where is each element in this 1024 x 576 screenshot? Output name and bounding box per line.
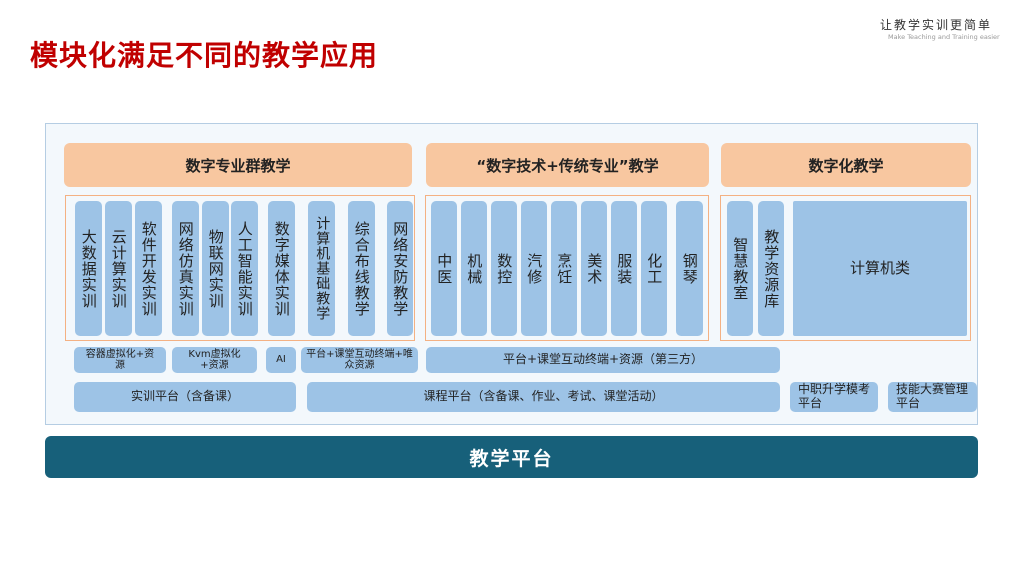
header-digital-teaching: 数字化教学 — [721, 143, 971, 187]
training-platform: 实训平台（含备课） — [74, 382, 296, 412]
module-cnc: 数控 — [491, 201, 517, 336]
module-piano: 钢琴 — [676, 201, 703, 336]
slogan-english: Make Teaching and Training easier — [888, 33, 1000, 41]
teaching-platform-bar: 教学平台 — [45, 436, 978, 478]
module-computer-class: 计算机类 — [793, 201, 967, 336]
module-auto-repair: 汽修 — [521, 201, 547, 336]
module-iot: 物联网实训 — [202, 201, 229, 336]
module-chemical: 化工 — [641, 201, 667, 336]
competition-platform: 技能大赛管理平台 — [888, 382, 977, 412]
container-virtualization: 容器虚拟化+资源 — [74, 347, 166, 373]
module-resource-library: 教学资源库 — [758, 201, 784, 336]
module-network-security: 网络安防教学 — [387, 201, 413, 336]
module-ai: 人工智能实训 — [231, 201, 258, 336]
exam-platform: 中职升学模考平台 — [790, 382, 878, 412]
module-cabling: 综合布线教学 — [348, 201, 375, 336]
platform-terminal-third-party: 平台+课堂互动终端+资源（第三方） — [426, 347, 780, 373]
module-cooking: 烹饪 — [551, 201, 577, 336]
module-clothing: 服装 — [611, 201, 637, 336]
module-mechanical: 机械 — [461, 201, 487, 336]
module-big-data: 大数据实训 — [75, 201, 102, 336]
module-digital-media: 数字媒体实训 — [268, 201, 295, 336]
header-digital-major: 数字专业群教学 — [64, 143, 412, 187]
group-box-1 — [65, 195, 415, 341]
module-computer-basics: 计算机基础教学 — [308, 201, 335, 336]
ai-resource: AI — [266, 347, 296, 373]
module-cloud: 云计算实训 — [105, 201, 132, 336]
module-tcm: 中医 — [431, 201, 457, 336]
group-box-3 — [720, 195, 971, 341]
module-network-sim: 网络仿真实训 — [172, 201, 199, 336]
course-platform: 课程平台（含备课、作业、考试、课堂活动） — [307, 382, 780, 412]
module-smart-classroom: 智慧教室 — [727, 201, 753, 336]
module-software: 软件开发实训 — [135, 201, 162, 336]
header-digital-traditional: “数字技术+传统专业”教学 — [426, 143, 709, 187]
page-title: 模块化满足不同的教学应用 — [30, 39, 379, 72]
platform-terminal-weizhong: 平台+课堂互动终端+唯众资源 — [301, 347, 418, 373]
module-art: 美术 — [581, 201, 607, 336]
group-box-2 — [425, 195, 709, 341]
slogan: 让教学实训更简单 — [880, 18, 993, 32]
kvm-virtualization: Kvm虚拟化+资源 — [172, 347, 257, 373]
